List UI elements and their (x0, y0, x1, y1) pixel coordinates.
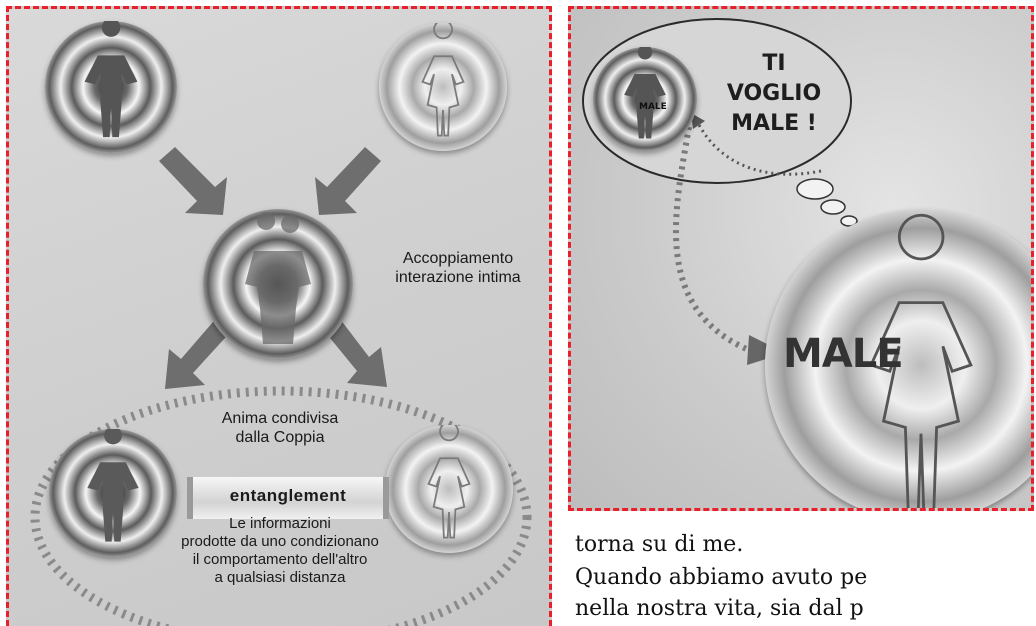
entanglement-label: entanglement (229, 486, 347, 505)
arrow-bottom-right (321, 315, 387, 387)
mating-caption: Accoppiamento interazione intima (395, 250, 521, 286)
male-figure-icon (87, 429, 139, 542)
small-male-label: MALE (639, 102, 667, 112)
male-figure-icon (84, 21, 138, 138)
right-diagram-panel: TI VOGLIO MALE ! MALE MALE (568, 6, 1034, 511)
left-diagram-graphics (30, 147, 532, 626)
dotted-path-large (673, 126, 753, 354)
female-figure-icon (421, 23, 465, 137)
body-text-line-1: torna su di me. (575, 532, 744, 557)
male-sphere-bottom (49, 429, 177, 557)
couple-figure-icon (245, 212, 311, 344)
dotted-path-small (695, 120, 822, 176)
big-male-label: MALE (783, 331, 904, 377)
male-figure-icon (624, 47, 666, 139)
arrow-top-right (315, 147, 381, 215)
arrow-bottom-left (165, 315, 235, 389)
couple-sphere (203, 209, 353, 359)
thought-text: TI VOGLIO MALE ! (726, 51, 822, 136)
entanglement-banner (187, 477, 389, 519)
female-sphere-top (379, 23, 507, 151)
female-sphere-bottom (385, 425, 513, 553)
arrow-top-left (159, 147, 227, 215)
arrows (159, 147, 387, 389)
left-diagram-panel: Accoppiamento interazione intima Anima c… (6, 6, 552, 626)
big-sphere (765, 209, 1031, 508)
male-sphere-top (45, 21, 177, 153)
female-figure-icon (869, 213, 973, 508)
body-text-line-3: nella nostra vita, sia dal p (575, 596, 864, 621)
body-text-line-2: Quando abbiamo avuto pe (575, 565, 868, 590)
dotted-oval (30, 386, 532, 626)
small-arrowhead (691, 113, 705, 129)
female-figure-icon (427, 425, 471, 539)
shared-soul-title: Anima condivisa dalla Coppia (221, 410, 339, 446)
entanglement-description: Le informazioni prodotte da uno condizio… (181, 515, 379, 586)
small-sphere (593, 47, 697, 151)
thought-dot-large (796, 178, 834, 200)
thought-dot-medium (820, 199, 846, 215)
